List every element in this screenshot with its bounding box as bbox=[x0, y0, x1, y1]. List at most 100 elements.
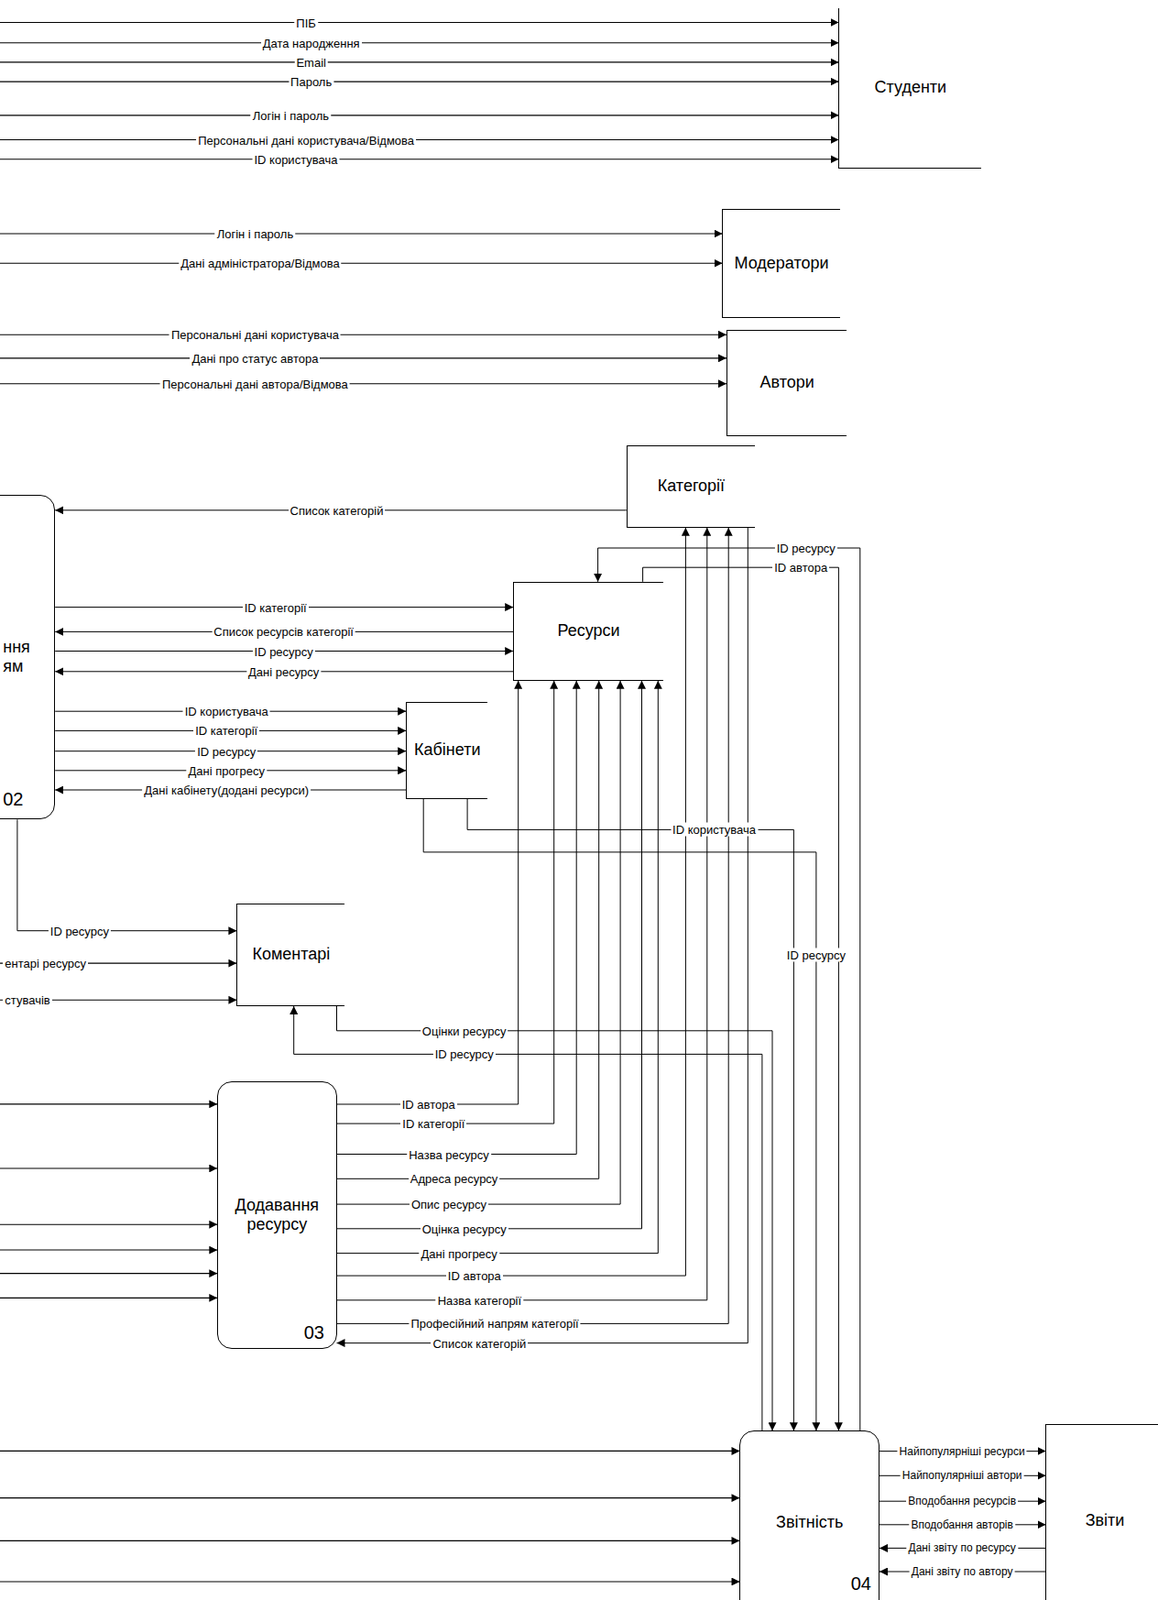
flow-line bbox=[0, 1103, 218, 1104]
flow-label: Персональні дані автора/Відмова bbox=[160, 376, 350, 391]
flow-label: ID автора bbox=[772, 560, 830, 575]
flow-label: Логін і пароль bbox=[215, 227, 295, 241]
flow-label: стувачів bbox=[2, 993, 52, 1007]
flow-label: Список категорій bbox=[288, 502, 386, 517]
flow-line bbox=[0, 114, 839, 116]
data-flow bbox=[337, 680, 519, 1104]
data-store: Категорії bbox=[626, 445, 755, 528]
data-flow bbox=[337, 680, 659, 1254]
flow-label: Вподобання авторів bbox=[908, 1517, 1015, 1531]
node-label: Звіти bbox=[1085, 1510, 1126, 1531]
flow-label: Дані звіту по ресурсу bbox=[906, 1540, 1018, 1555]
flow-line bbox=[0, 81, 839, 83]
node-label: ння ям bbox=[2, 637, 45, 678]
data-store: Звіти bbox=[1045, 1423, 1158, 1600]
data-flow bbox=[337, 680, 555, 1124]
data-store: Автори bbox=[726, 329, 847, 437]
flow-line bbox=[0, 61, 839, 63]
node-label: Коментарі bbox=[251, 944, 330, 965]
node-label: Звітність bbox=[775, 1512, 843, 1533]
flow-line bbox=[0, 262, 722, 264]
flow-line bbox=[0, 382, 727, 384]
data-store: Ресурси bbox=[513, 581, 664, 681]
data-flow bbox=[423, 798, 817, 1431]
flow-label: Дані прогресу bbox=[186, 763, 267, 777]
flow-label: ID користувача bbox=[670, 822, 758, 837]
flow-line bbox=[0, 1450, 740, 1452]
flow-label: ID автора bbox=[446, 1268, 503, 1283]
flow-label: ID користувача bbox=[251, 152, 339, 166]
flow-label: ID ресурсу bbox=[785, 948, 848, 962]
flow-line bbox=[0, 21, 839, 23]
process-box: Додавання ресурсу 03 bbox=[217, 1081, 337, 1349]
data-store: Модератори bbox=[721, 208, 840, 318]
flow-line bbox=[0, 158, 839, 160]
flow-label: Професійний напрям категорії bbox=[409, 1316, 581, 1331]
flow-label: Вподобання ресурсів bbox=[906, 1494, 1018, 1508]
data-flow bbox=[337, 680, 643, 1229]
flow-label: ID користувача bbox=[183, 704, 271, 719]
flow-label: ID ресурсу bbox=[195, 743, 258, 758]
flow-line bbox=[0, 139, 839, 141]
flow-label: ID ресурсу bbox=[433, 1047, 496, 1061]
flow-label: Дата народження bbox=[261, 35, 362, 50]
flow-line bbox=[0, 334, 727, 336]
flow-label: ID ресурсу bbox=[775, 541, 838, 556]
flow-label: Пароль bbox=[288, 75, 334, 89]
data-flow bbox=[337, 680, 600, 1180]
flow-line bbox=[0, 1540, 740, 1541]
flow-label: ID категорії bbox=[400, 1116, 467, 1131]
flow-label: Назва категорії bbox=[436, 1292, 524, 1307]
flow-label: ID автора bbox=[400, 1096, 458, 1111]
flow-label: Список категорій bbox=[430, 1335, 528, 1350]
flow-label: Найпопулярніші автори bbox=[900, 1468, 1025, 1483]
process-number: 04 bbox=[851, 1573, 872, 1593]
flow-label: ентарі ресурсу bbox=[2, 956, 88, 971]
flow-label: ID категорії bbox=[242, 600, 309, 614]
node-label: Студенти bbox=[874, 77, 948, 99]
flow-label: Список ресурсів категорії bbox=[211, 624, 356, 639]
flow-line bbox=[0, 1167, 218, 1169]
node-label: Категорії bbox=[657, 476, 725, 497]
flow-label: Персональні дані користувача/Відмова bbox=[196, 132, 416, 147]
data-flow bbox=[337, 527, 687, 1276]
flow-label: Дані прогресу bbox=[418, 1245, 499, 1260]
process-number: 03 bbox=[304, 1322, 325, 1342]
process-box: ння ям02 bbox=[0, 494, 55, 820]
flow-label: Дані адміністратора/Відмова bbox=[178, 256, 341, 271]
data-flow bbox=[337, 680, 622, 1204]
data-flow bbox=[17, 819, 238, 930]
flow-label: Оцінки ресурсу bbox=[420, 1023, 509, 1038]
process-box: Звітність 04 bbox=[739, 1430, 880, 1600]
flow-label: Адреса ресурсу bbox=[408, 1171, 501, 1186]
flow-label: Логін і пароль bbox=[251, 108, 331, 122]
flow-label: Оцінка ресурсу bbox=[420, 1221, 509, 1235]
flow-line bbox=[0, 232, 722, 234]
flow-label: Дані про статус автора bbox=[189, 350, 320, 365]
node-label: Додавання ресурсу bbox=[222, 1195, 331, 1235]
data-store: Студенти bbox=[838, 8, 982, 169]
flow-label: Назва ресурсу bbox=[406, 1147, 492, 1161]
flow-line bbox=[0, 1249, 218, 1251]
flow-line bbox=[0, 357, 727, 359]
flow-label: Дані звіту по автору bbox=[909, 1564, 1016, 1579]
flow-label: ID ресурсу bbox=[48, 923, 111, 938]
flow-line bbox=[0, 1496, 740, 1498]
data-flow bbox=[337, 527, 708, 1301]
flow-line bbox=[0, 42, 839, 44]
flow-label: Персональні дані користувача bbox=[169, 327, 341, 342]
data-store: Коментарі bbox=[236, 903, 345, 1006]
data-flow bbox=[294, 1005, 763, 1431]
flow-line bbox=[0, 1272, 218, 1274]
flow-label: Найпопулярніші ресурси bbox=[897, 1443, 1027, 1458]
node-label: Ресурси bbox=[557, 621, 620, 642]
node-label: Кабінети bbox=[414, 740, 481, 761]
flow-label: Дані ресурсу bbox=[246, 664, 321, 678]
node-label: Модератори bbox=[733, 253, 829, 274]
flow-line bbox=[0, 1223, 218, 1225]
data-flow bbox=[337, 527, 730, 1324]
